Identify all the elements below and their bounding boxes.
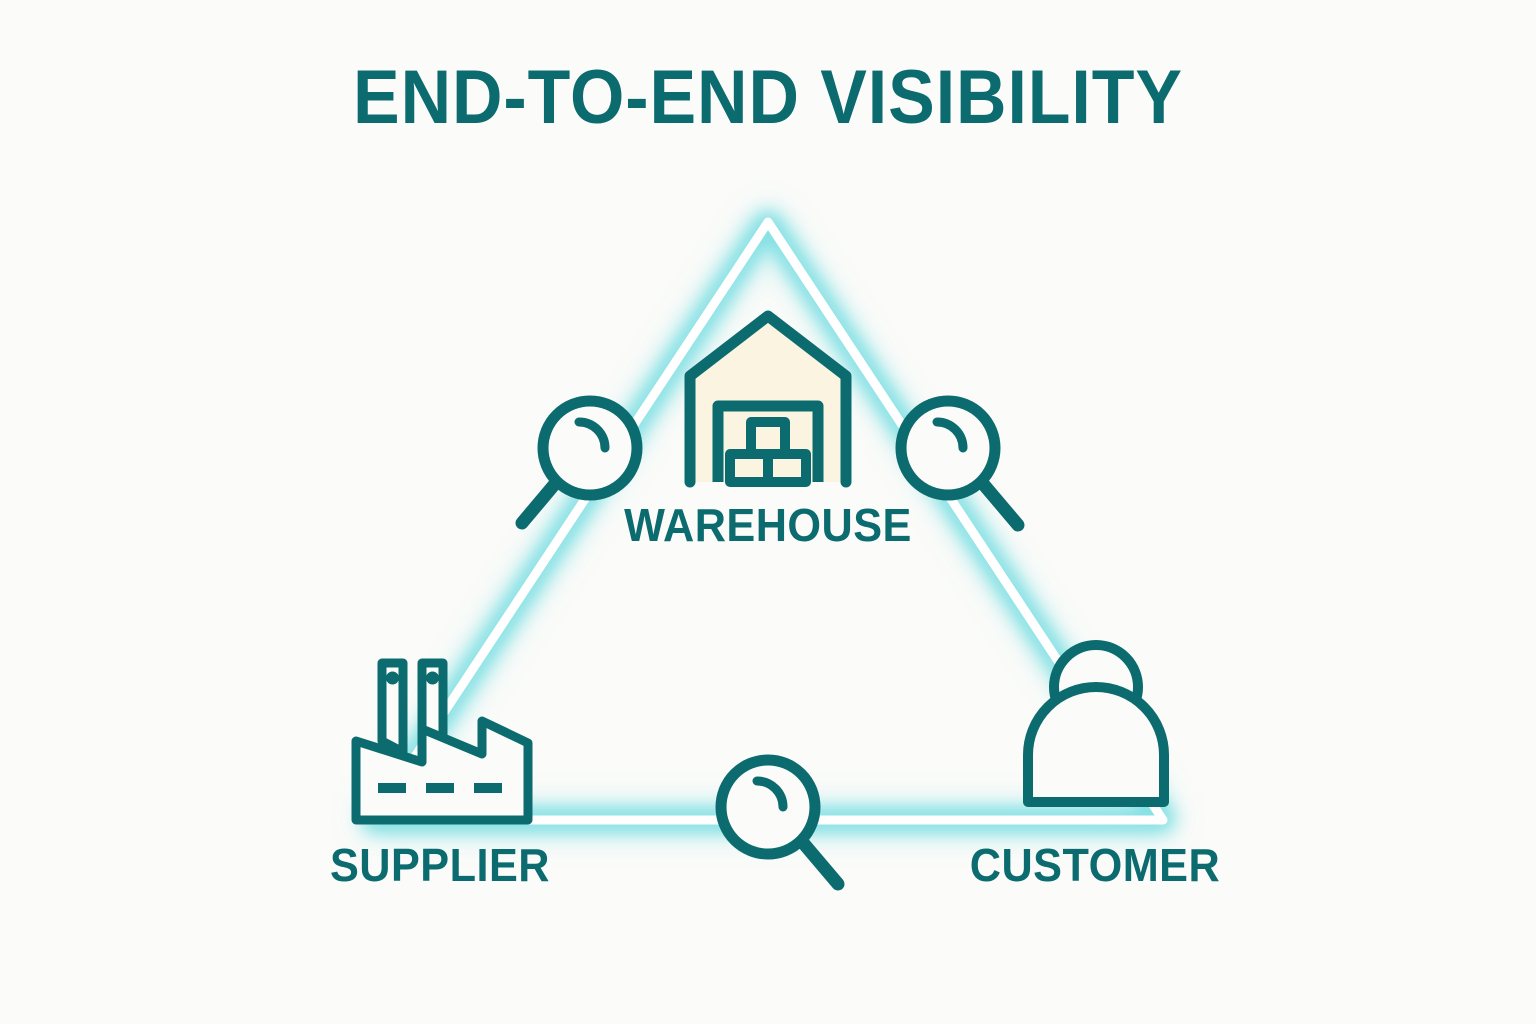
magnifier-right-handle: [972, 472, 1025, 532]
factory-window-2: [426, 783, 454, 793]
warehouse-fill: [690, 316, 846, 482]
warehouse-door-frame: [712, 400, 824, 482]
person-body: [1023, 682, 1169, 807]
warehouse-box-bottom-right: [763, 449, 811, 487]
factory-chimney-right-dot: [426, 671, 439, 685]
factory-window-3: [474, 783, 502, 793]
factory-window-1: [378, 783, 406, 793]
magnifying-glass-icon-right[interactable]: [895, 395, 1025, 532]
factory-icon: [351, 658, 533, 825]
node-label-customer: CUSTOMER: [969, 839, 1221, 891]
magnifier-left-shine: [574, 417, 610, 453]
factory-body: [351, 716, 533, 825]
magnifier-right-shine: [932, 417, 968, 453]
factory-chimney-left-dot: [386, 671, 399, 685]
magnifier-bottom-shine: [752, 776, 788, 812]
warehouse-icon: [684, 310, 852, 488]
magnifier-left-handle: [515, 472, 566, 530]
magnifying-glass-icon-left[interactable]: [515, 395, 643, 530]
page-title: END-TO-END VISIBILITY: [353, 55, 1183, 140]
magnifier-right-lens: [895, 395, 1001, 501]
node-label-warehouse: WAREHOUSE: [624, 499, 912, 551]
magnifying-glass-icon-bottom[interactable]: [715, 754, 845, 891]
node-label-supplier: SUPPLIER: [329, 839, 550, 891]
magnifier-bottom-lens: [715, 754, 821, 860]
person-icon: [1023, 640, 1169, 807]
magnifier-bottom-handle: [792, 831, 845, 891]
magnifier-left-lens: [537, 395, 643, 501]
warehouse-outline: [684, 310, 852, 488]
